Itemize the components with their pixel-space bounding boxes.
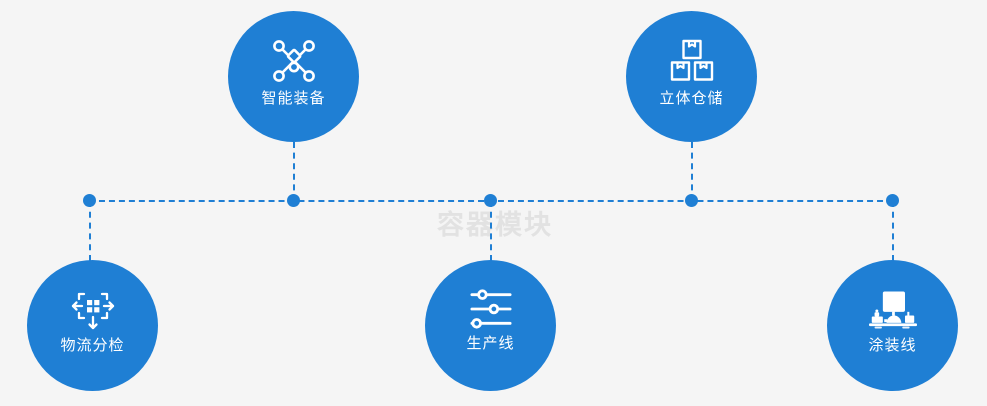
node-label-production-line: 生产线 [466,334,515,352]
junction-dot-logistics-sorting[interactable] [83,194,96,207]
sliders-icon [469,289,512,329]
watermark-label: 容器模块 [437,210,553,241]
node-smart-equipment[interactable]: 智能装备 [228,11,359,142]
node-painting-line[interactable]: 涂装线 [827,260,958,391]
workstation-monitor-icon [868,291,917,329]
connector-logistics-sorting [89,201,91,261]
connector-production-line [490,201,492,261]
stacked-boxes-icon [670,39,713,81]
node-label-logistics-sorting: 物流分检 [60,336,125,354]
junction-dot-painting-line[interactable] [886,194,899,207]
node-label-stereoscopic-warehouse: 立体仓储 [659,89,724,107]
node-label-painting-line: 涂装线 [868,336,917,354]
node-stereoscopic-warehouse[interactable]: 立体仓储 [626,11,757,142]
node-production-line[interactable]: 生产线 [425,260,556,391]
junction-dot-production-line[interactable] [484,194,497,207]
connector-stereoscopic-warehouse [691,142,693,201]
connector-painting-line [892,201,894,261]
junction-dot-stereoscopic-warehouse[interactable] [685,194,698,207]
sorting-grid-arrows-icon [71,292,114,330]
connector-smart-equipment [293,142,295,201]
node-label-smart-equipment: 智能装备 [261,89,326,107]
network-nodes-icon [272,40,315,82]
node-logistics-sorting[interactable]: 物流分检 [27,260,158,391]
junction-dot-smart-equipment[interactable] [287,194,300,207]
